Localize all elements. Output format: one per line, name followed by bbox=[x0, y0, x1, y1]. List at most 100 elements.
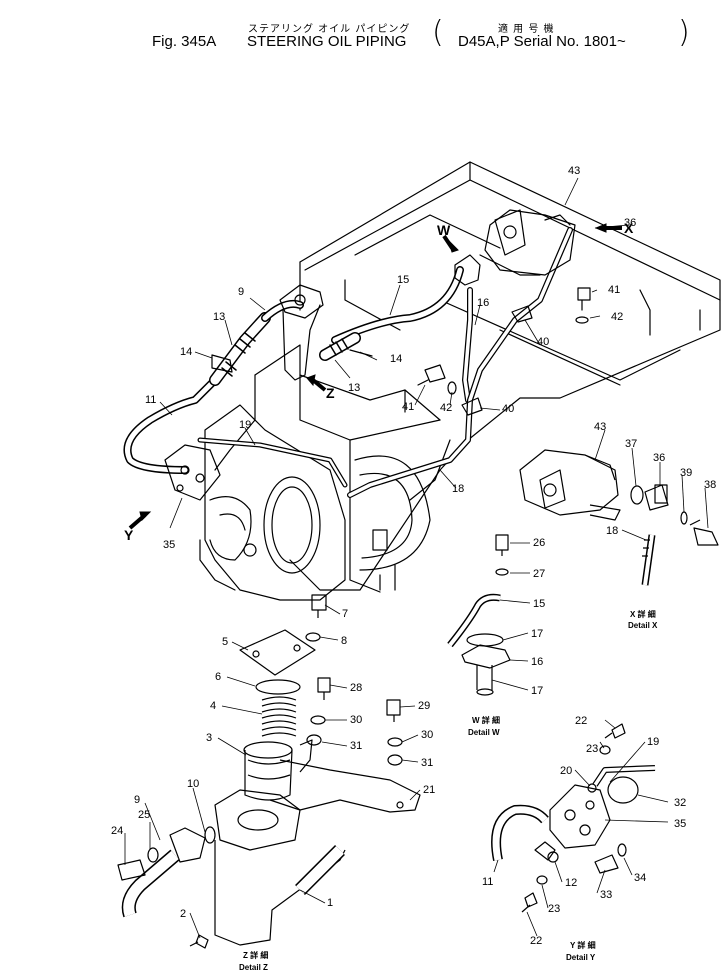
housing-panel-line bbox=[439, 299, 681, 381]
detail-x-caption: Detail X bbox=[628, 621, 658, 630]
pump-bolt bbox=[180, 465, 190, 475]
part-number: 40 bbox=[502, 403, 514, 415]
view-arrows bbox=[128, 223, 622, 530]
detail-w-flange-16 bbox=[461, 644, 511, 669]
valve-flange bbox=[494, 209, 526, 256]
detail-z-bolt-28 bbox=[317, 677, 331, 700]
serial-japanese: 適 用 号 機 bbox=[498, 24, 555, 35]
pipe-11-inner bbox=[125, 377, 218, 473]
detail-z-housing-body bbox=[214, 840, 346, 946]
part-number: 43 bbox=[568, 165, 580, 177]
part-number: 18 bbox=[452, 483, 464, 495]
transmission-curve bbox=[409, 439, 451, 501]
housing-panel-line bbox=[354, 214, 501, 256]
elbow-flange bbox=[454, 254, 481, 286]
detail-y-flange bbox=[534, 841, 556, 861]
case-hole bbox=[243, 543, 257, 557]
part-number: 34 bbox=[634, 872, 646, 884]
housing-boss bbox=[372, 529, 388, 551]
pump-35-body bbox=[164, 444, 221, 501]
detail-w-oring-17 bbox=[466, 633, 504, 647]
filter-cap bbox=[294, 294, 306, 306]
detail-y-pipe-19-inner bbox=[593, 766, 656, 786]
left-bracket: ( bbox=[432, 15, 444, 50]
part-number: 9 bbox=[134, 794, 140, 806]
title-japanese: ステアリング オイル パイピング bbox=[248, 24, 411, 35]
part-number: 11 bbox=[482, 876, 493, 888]
part-number: 17 bbox=[531, 628, 543, 640]
part-number: 15 bbox=[397, 274, 409, 286]
part-number: 10 bbox=[187, 778, 199, 790]
arrow-x bbox=[594, 223, 607, 233]
leader-lines bbox=[124, 177, 709, 939]
case-front bbox=[204, 404, 346, 601]
detail-y-bolt-33 bbox=[594, 854, 619, 874]
case-bore bbox=[263, 476, 321, 574]
detail-x-port bbox=[543, 483, 557, 497]
detail-z-bracket-arm bbox=[299, 739, 313, 773]
detail-z-washer-31a bbox=[306, 734, 322, 746]
pipe-15-inner bbox=[332, 267, 463, 343]
detail-y-bolt-22a bbox=[604, 723, 626, 739]
detail-z-caption: Detail Z bbox=[239, 963, 268, 972]
part-number: 23 bbox=[586, 743, 598, 755]
hose-13-left-inner bbox=[210, 313, 270, 385]
detail-z-bolt-7 bbox=[311, 594, 327, 618]
part-number: 31 bbox=[421, 757, 433, 769]
part-number: 26 bbox=[533, 537, 545, 549]
part-number: 21 bbox=[423, 784, 435, 796]
transmission-left bbox=[214, 374, 256, 471]
part-number: 17 bbox=[531, 685, 543, 697]
detail-x-flange bbox=[539, 469, 566, 509]
detail-z-washer-8 bbox=[305, 632, 321, 642]
view-marker-z: Z bbox=[326, 385, 335, 401]
detail-z-caption-jp: Z 詳 細 bbox=[243, 950, 268, 960]
part-number: 22 bbox=[530, 935, 542, 947]
part-number: 6 bbox=[215, 671, 221, 683]
clip-14b bbox=[349, 349, 373, 357]
detail-z-washer-30b bbox=[387, 737, 403, 747]
detail-x-bolt-38 bbox=[689, 519, 719, 546]
detail-w-tube bbox=[476, 665, 493, 690]
part-number: 36 bbox=[624, 217, 636, 229]
clip-14 bbox=[211, 354, 233, 373]
housing-ridge bbox=[304, 179, 471, 271]
detail-y-pump-35 bbox=[549, 784, 611, 849]
detail-w-tube-end bbox=[476, 688, 494, 696]
part-number: 30 bbox=[350, 714, 362, 726]
pump-bolt bbox=[195, 473, 205, 483]
detail-y-pump-bolt bbox=[564, 809, 576, 821]
detail-z-pipe-9-inner bbox=[123, 850, 179, 917]
housing-top-edge bbox=[469, 161, 721, 301]
part-number: 20 bbox=[560, 765, 572, 777]
detail-y-washer-34 bbox=[617, 843, 627, 857]
detail-z-housing bbox=[214, 789, 301, 851]
transmission-face bbox=[299, 374, 441, 441]
detail-z-flange-9 bbox=[169, 827, 206, 863]
detail-y-oring-12 bbox=[547, 851, 559, 863]
part-number: 33 bbox=[600, 889, 612, 901]
valve-detail bbox=[544, 214, 571, 226]
part-number: 5 bbox=[222, 636, 228, 648]
part-number: 36 bbox=[653, 452, 665, 464]
case-boss-detail bbox=[219, 513, 246, 531]
detail-z-plug-2 bbox=[189, 934, 209, 949]
detail-w-caption-jp: W 詳 細 bbox=[472, 715, 500, 725]
detail-z-housing-port bbox=[237, 809, 279, 831]
detail-z-washer-30a bbox=[310, 715, 326, 725]
pipe-18-inner bbox=[348, 228, 572, 497]
detail-z-washer-31b bbox=[387, 754, 403, 766]
figure-number: Fig. 345A bbox=[152, 33, 217, 50]
detail-y-pump-bolt bbox=[579, 824, 591, 836]
transmission-front-edge bbox=[349, 439, 381, 593]
flywheel-housing-arc-inner bbox=[359, 473, 413, 559]
detail-x-edge bbox=[584, 454, 616, 481]
detail-x-washer-39 bbox=[680, 511, 688, 525]
bolt-41 bbox=[577, 287, 591, 311]
detail-z-bolt-29 bbox=[386, 699, 401, 722]
part-number: 41 bbox=[402, 401, 414, 413]
detail-w-bolt-26 bbox=[495, 534, 509, 556]
detail-z-element-top bbox=[243, 741, 293, 759]
valve-43-body bbox=[484, 209, 576, 276]
